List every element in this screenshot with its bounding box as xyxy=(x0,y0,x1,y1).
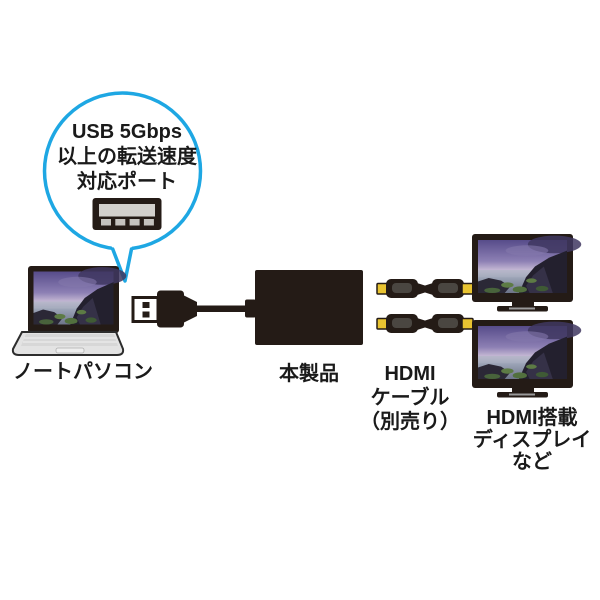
display-label: HDMI搭載 ディスプレイ など xyxy=(466,407,598,473)
hdmi-cable-label-line-2: ケーブル xyxy=(370,387,450,409)
hdmi-cable-label: HDMI ケーブル （別売り） xyxy=(352,362,468,434)
adapter-label: 本製品 xyxy=(279,363,339,385)
callout-bubble xyxy=(42,91,203,283)
callout-text: USB 5Gbps 以上の転送速度 対応ポート xyxy=(47,120,207,195)
callout-line-2: 以上の転送速度 xyxy=(57,146,197,168)
adapter-device xyxy=(255,270,363,345)
hdmi-cable-label-line-1: HDMI xyxy=(384,363,436,385)
display-label-line-1: HDMI搭載 xyxy=(486,407,578,429)
callout-line-1: USB 5Gbps xyxy=(71,121,183,143)
display-label-line-3: など xyxy=(512,451,552,473)
laptop-label: ノートパソコン xyxy=(13,361,153,383)
usb-a-port-icon xyxy=(92,198,162,230)
hdmi-cable-label-line-3: （別売り） xyxy=(360,411,460,433)
monitor-2 xyxy=(472,320,582,398)
hdmi-cable-1 xyxy=(376,279,474,298)
monitor-1 xyxy=(472,234,582,312)
callout-line-3: 対応ポート xyxy=(77,171,177,193)
display-label-line-2: ディスプレイ xyxy=(472,429,592,451)
hdmi-cable-2 xyxy=(376,314,474,333)
usb-plug-cable xyxy=(131,290,256,328)
laptop-illustration xyxy=(11,266,127,356)
